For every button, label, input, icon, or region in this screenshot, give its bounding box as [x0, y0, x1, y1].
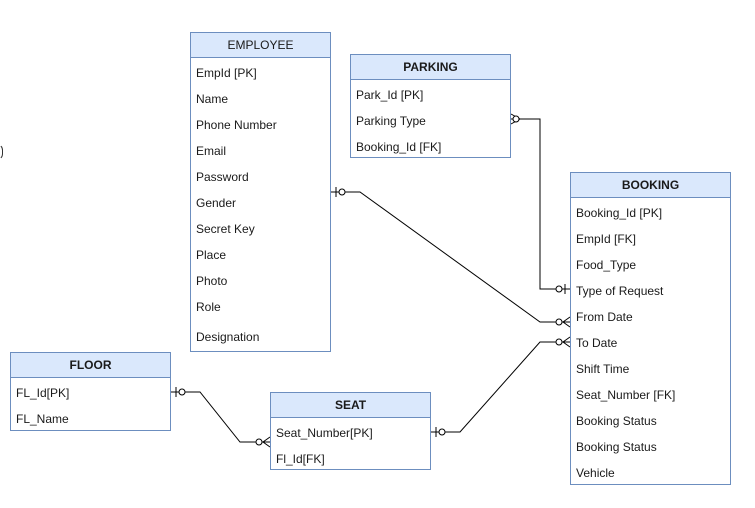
employee-attr-role: Role — [196, 300, 221, 314]
booking-attr-request: Type of Request — [576, 284, 664, 298]
booking-todate-many-marker — [555, 336, 571, 348]
parking-crowfoot-marker — [510, 113, 522, 125]
seat-entity[interactable]: SEAT Seat_Number[PK] Fl_Id[FK] — [270, 392, 431, 470]
seat-attr-seatnumber: Seat_Number[PK] — [276, 426, 373, 440]
parking-attr-parkid: Park_Id [PK] — [356, 88, 424, 102]
employee-attr-place: Place — [196, 248, 227, 262]
parking-booking-line — [511, 118, 570, 290]
employee-attr-designation: Designation — [196, 330, 260, 344]
employee-one-marker — [335, 187, 346, 197]
floor-one-marker — [175, 387, 186, 397]
employee-attr-empid: EmpId [PK] — [196, 66, 257, 80]
booking-attr-status-2: Booking Status — [576, 440, 657, 454]
floor-entity[interactable]: FLOOR FL_Id[PK] FL_Name — [10, 352, 171, 431]
parking-attr-type: Parking Type — [356, 114, 426, 128]
employee-attr-photo: Photo — [196, 274, 228, 288]
booking-attr-status-1: Booking Status — [576, 414, 657, 428]
employee-attr-secretkey: Secret Key — [196, 222, 255, 236]
floor-title: FLOOR — [11, 353, 170, 378]
employee-booking-line — [331, 191, 570, 323]
employee-attr-password: Password — [196, 170, 249, 184]
booking-entity[interactable]: BOOKING Booking_Id [PK] EmpId [FK] Food_… — [570, 172, 731, 485]
employee-entity[interactable]: EMPLOYEE EmpId [PK] Name Phone Number Em… — [190, 32, 331, 352]
employee-attr-name: Name — [196, 92, 229, 106]
seat-booking-line — [431, 341, 570, 433]
booking-attr-vehicle: Vehicle — [576, 466, 615, 480]
booking-attr-foodtype: Food_Type — [576, 258, 637, 272]
booking-request-one-marker — [555, 284, 566, 294]
floor-attr-flname: FL_Name — [16, 412, 69, 426]
employee-title: EMPLOYEE — [191, 33, 330, 58]
employee-attr-email: Email — [196, 144, 227, 158]
booking-title: BOOKING — [571, 173, 730, 198]
booking-attr-empid: EmpId [FK] — [576, 232, 637, 246]
seat-one-marker — [435, 427, 446, 437]
booking-attr-shifttime: Shift Time — [576, 362, 630, 376]
booking-attr-todate: To Date — [576, 336, 618, 350]
seat-attr-flid: Fl_Id[FK] — [276, 452, 325, 466]
floor-seat-line — [171, 391, 270, 443]
floor-attr-flid: FL_Id[PK] — [16, 386, 70, 400]
parking-attr-bookingid: Booking_Id [FK] — [356, 140, 442, 154]
booking-attr-bookingid: Booking_Id [PK] — [576, 206, 663, 220]
parking-entity[interactable]: PARKING Park_Id [PK] Parking Type Bookin… — [350, 54, 511, 158]
employee-attr-phone: Phone Number — [196, 118, 277, 132]
booking-attr-fromdate: From Date — [576, 310, 633, 324]
seat-many-marker — [255, 436, 271, 448]
parking-title: PARKING — [351, 55, 510, 80]
booking-fromdate-many-marker — [555, 316, 571, 328]
booking-attr-seatnumber: Seat_Number [FK] — [576, 388, 676, 402]
cropped-shape-fragment — [0, 144, 3, 160]
employee-attr-gender: Gender — [196, 196, 237, 210]
seat-title: SEAT — [271, 393, 430, 418]
